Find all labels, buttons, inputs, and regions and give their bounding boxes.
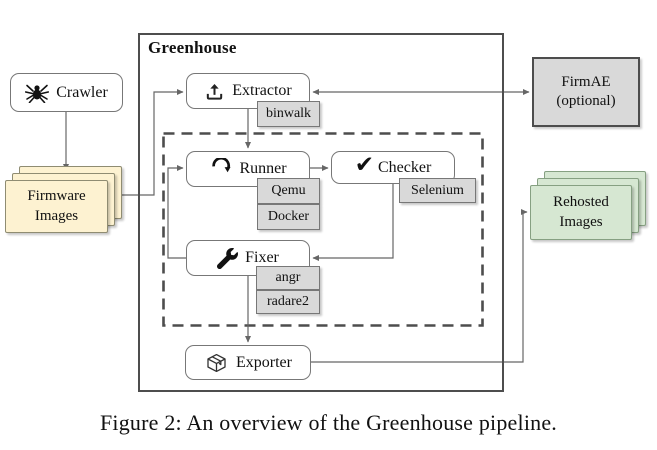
firmae-label-line1: FirmAE — [561, 74, 611, 91]
tool-radare2: radare2 — [256, 290, 320, 314]
stack-front: Rehosted Images — [530, 185, 632, 240]
stack-label-line1: Rehosted — [553, 194, 609, 210]
greenhouse-title: Greenhouse — [148, 38, 237, 57]
stack-layer — [537, 178, 639, 233]
stack-layer — [19, 166, 122, 219]
node-extractor: Extractor — [186, 73, 310, 109]
firmae-label-line2: (optional) — [556, 93, 616, 109]
node-label: Checker — [377, 158, 432, 176]
firmae-box: FirmAE (optional) — [532, 57, 640, 127]
tool-selenium: Selenium — [399, 178, 476, 203]
node-exporter: Exporter — [185, 345, 311, 380]
stack-layer — [544, 171, 646, 226]
tool-docker: Docker — [257, 204, 320, 230]
stack-front: Firmware Images — [5, 180, 108, 233]
stack-label-line1: Firmware — [27, 188, 86, 204]
node-label: Runner — [239, 160, 287, 177]
upload-tray-icon — [204, 81, 225, 102]
node-label: Fixer — [245, 249, 279, 266]
figure-caption: Figure 2: An overview of the Greenhouse … — [99, 410, 558, 435]
circular-arrow-icon — [209, 157, 232, 181]
node-label: Extractor — [232, 82, 292, 99]
tool-angr: angr — [256, 266, 320, 290]
firmware-images-stack: Firmware Images — [5, 166, 123, 234]
node-crawler: Crawler — [10, 73, 123, 112]
stack-layer — [12, 173, 115, 226]
greenhouse-container-box — [138, 33, 504, 392]
spider-icon — [25, 82, 50, 103]
wrench-icon — [217, 247, 239, 269]
checkmark-icon: ✔ — [354, 152, 374, 178]
tool-qemu: Qemu — [257, 178, 320, 204]
node-label: Exporter — [236, 353, 292, 371]
stack-label-line2: Images — [559, 213, 603, 230]
tool-binwalk: binwalk — [257, 101, 320, 127]
stack-label-line2: Images — [34, 207, 79, 224]
rehosted-images-stack: Rehosted Images — [530, 171, 647, 241]
package-box-icon — [204, 351, 229, 375]
node-label: Crawler — [56, 83, 108, 101]
